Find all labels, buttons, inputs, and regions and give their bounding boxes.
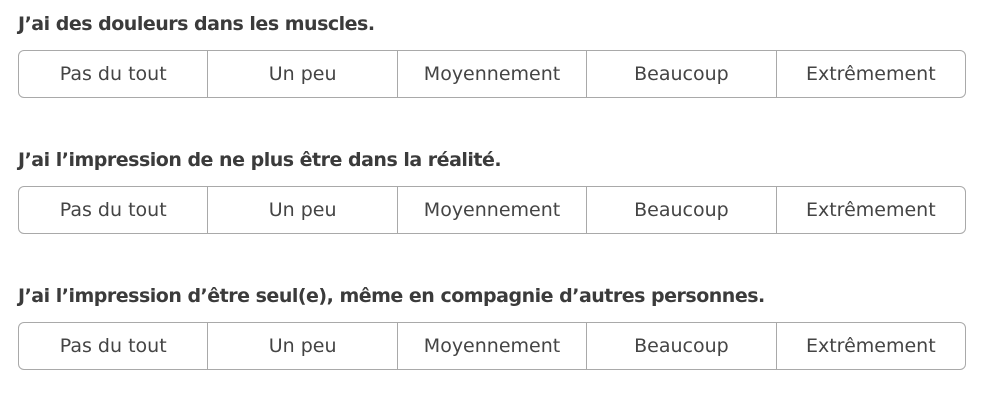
option-pas-du-tout[interactable]: Pas du tout <box>59 199 167 221</box>
option-pas-du-tout[interactable]: Pas du tout <box>59 63 167 85</box>
option-extremement[interactable]: Extrêmement <box>775 323 965 369</box>
question-title: J’ai l’impression d’être seul(e), même e… <box>18 285 765 307</box>
option-extremement[interactable]: Extrêmement <box>775 187 965 233</box>
option-un-peu[interactable]: Un peu <box>207 323 396 369</box>
rating-scale: Pas du tout Un peu Moyennement Beaucoup … <box>18 50 966 98</box>
option-moyennement[interactable]: Moyennement <box>396 323 586 369</box>
question-title: J’ai des douleurs dans les muscles. <box>18 13 375 35</box>
option-moyennement[interactable]: Moyennement <box>396 51 586 97</box>
option-beaucoup[interactable]: Beaucoup <box>586 51 775 97</box>
rating-scale: Pas du tout Un peu Moyennement Beaucoup … <box>18 186 966 234</box>
option-extremement[interactable]: Extrêmement <box>775 51 965 97</box>
question-1: J’ai des douleurs dans les muscles. Pas … <box>18 12 966 98</box>
option-un-peu[interactable]: Un peu <box>207 51 396 97</box>
rating-scale: Pas du tout Un peu Moyennement Beaucoup … <box>18 322 966 370</box>
question-3: J’ai l’impression d’être seul(e), même e… <box>18 284 966 370</box>
option-beaucoup[interactable]: Beaucoup <box>586 323 775 369</box>
option-pas-du-tout[interactable]: Pas du tout <box>59 335 167 357</box>
option-un-peu[interactable]: Un peu <box>207 187 396 233</box>
option-beaucoup[interactable]: Beaucoup <box>586 187 775 233</box>
question-title: J’ai l’impression de ne plus être dans l… <box>18 149 502 171</box>
option-moyennement[interactable]: Moyennement <box>396 187 586 233</box>
question-2: J’ai l’impression de ne plus être dans l… <box>18 148 966 234</box>
